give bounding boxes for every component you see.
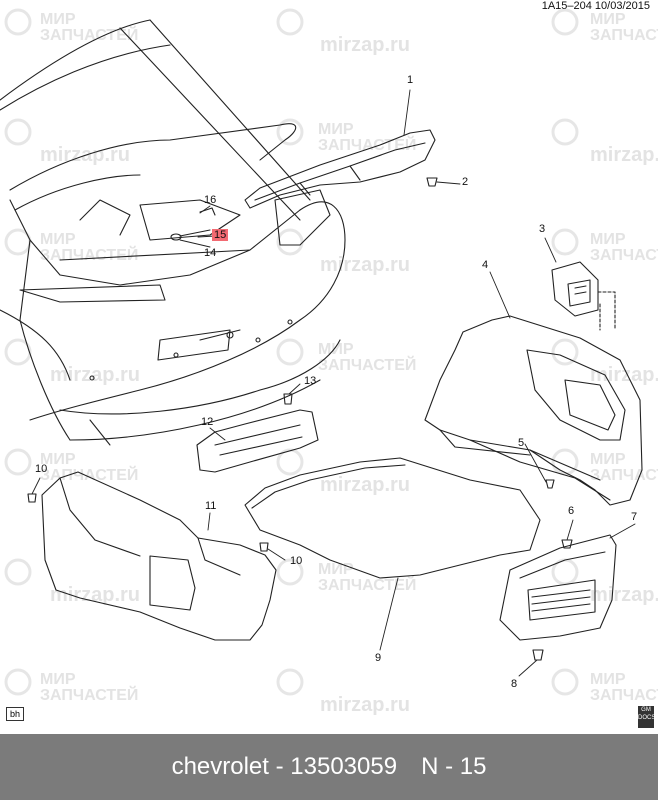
watermark-site: mirzap.ru — [50, 584, 141, 606]
watermark-site: mirzap.ru — [320, 34, 411, 56]
callout-14: 14 — [204, 247, 217, 259]
callout-2: 2 — [462, 176, 469, 188]
callout-3: 3 — [539, 223, 546, 235]
callout-13: 13 — [304, 375, 317, 387]
watermark-site: mirzap.ru — [590, 584, 658, 606]
watermark-site: mirzap.ru — [320, 474, 411, 496]
line-drawing — [0, 8, 643, 696]
part-3-latch-cover — [551, 261, 616, 331]
part-8-fastener — [532, 649, 544, 661]
callout-16: 16 — [204, 194, 217, 206]
leader-lines — [31, 89, 636, 677]
callout-12: 12 — [201, 416, 214, 428]
part-12-sill-plate — [196, 409, 319, 473]
part-11-side-trim — [41, 471, 277, 641]
part-2-fastener — [426, 177, 438, 187]
watermark-site: mirzap.ru — [590, 144, 658, 166]
watermark-site: mirzap.ru — [320, 694, 411, 716]
callout-10-right: 10 — [290, 555, 303, 567]
part-10-fastener — [27, 493, 269, 552]
callout-4: 4 — [482, 259, 489, 271]
callout-10-left: 10 — [35, 463, 48, 475]
car-rear-body — [0, 19, 346, 446]
footer-bar: chevrolet - 13503059 N - 15 — [0, 734, 658, 800]
callout-11: 11 — [205, 500, 217, 512]
watermark-logo-icons — [4, 8, 579, 696]
bh-badge: bh — [6, 707, 25, 721]
callout-9: 9 — [375, 652, 382, 664]
callout-1: 1 — [407, 74, 414, 86]
part-6-fastener — [561, 539, 573, 549]
part-9-floor-panel — [244, 457, 541, 579]
part-7-rear-trim — [499, 534, 617, 641]
callout-15-highlighted: 15 — [212, 229, 229, 241]
part-5-fastener — [545, 479, 555, 489]
diagram-reference: 1A15–204 10/03/2015 — [541, 0, 650, 12]
part-4-side-trim — [424, 315, 643, 506]
part-13-fastener — [283, 393, 293, 405]
part-1-trim-panel — [244, 129, 436, 209]
footer-page-ref: N - 15 — [421, 753, 487, 780]
watermark-site: mirzap.ru — [50, 364, 141, 386]
callout-7: 7 — [631, 511, 638, 523]
footer-part-number: chevrolet - 13503059 — [171, 753, 398, 780]
callout-5: 5 — [518, 437, 525, 449]
watermark-site: mirzap.ru — [590, 364, 658, 386]
callout-6: 6 — [568, 505, 575, 517]
callout-8: 8 — [511, 678, 518, 690]
